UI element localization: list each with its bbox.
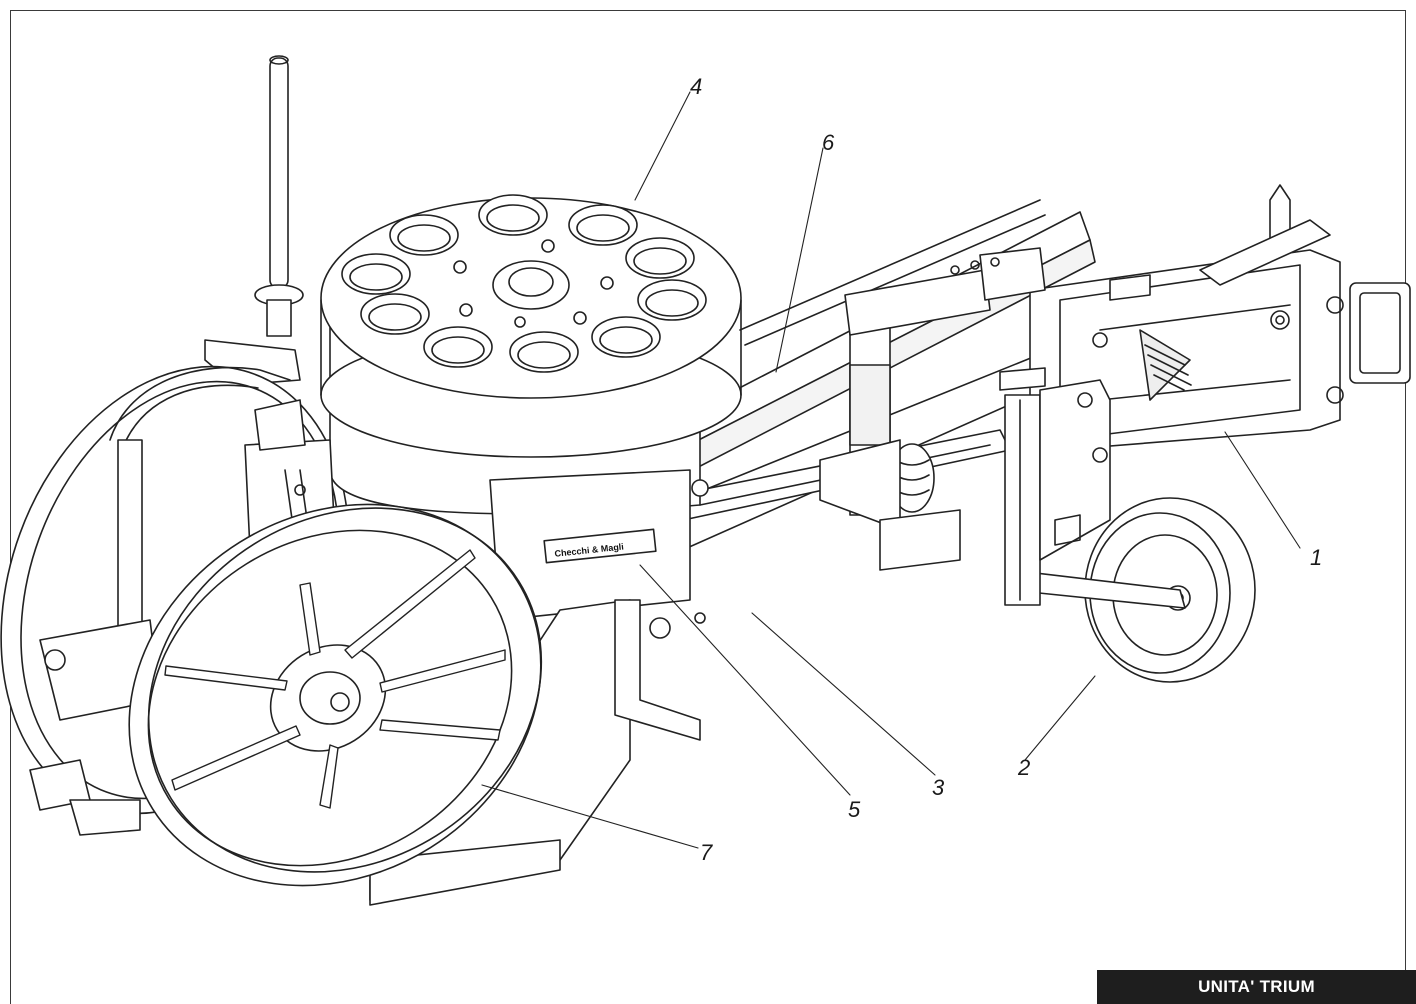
callout-3: 3 [932, 775, 945, 800]
drawing-frame [10, 10, 1406, 1004]
central-post [819, 247, 1046, 571]
marker-rod [204, 55, 304, 386]
title-block: UNITA' TRIUM [1097, 970, 1416, 1004]
callout-2: 2 [1017, 755, 1030, 780]
callout-7: 7 [700, 840, 713, 865]
depth-adjuster [999, 367, 1111, 606]
callout-5: 5 [848, 797, 861, 822]
drive-wheel [128, 503, 543, 887]
seed-plate [320, 194, 742, 458]
callout-1: 1 [1310, 545, 1322, 570]
callout-leaders [481, 91, 1301, 849]
callout-6: 6 [822, 130, 835, 155]
callout-4: 4 [690, 74, 702, 99]
press-wheel [1009, 497, 1256, 683]
foot-lever [614, 599, 706, 741]
callout-labels: 1 2 3 4 5 6 7 [690, 74, 1322, 865]
